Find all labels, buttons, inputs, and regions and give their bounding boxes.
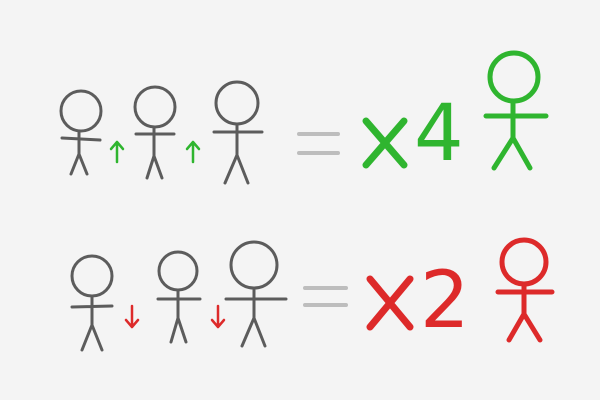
- stick-figure: [70, 254, 114, 352]
- stick-figure: [156, 250, 202, 344]
- figure-head: [229, 240, 279, 290]
- arrow-up-icon: [185, 140, 201, 164]
- multiplier: [366, 275, 414, 331]
- multiplier-value: 2: [420, 256, 470, 346]
- stick-figure: [59, 89, 103, 176]
- arrow-down-icon: [124, 304, 140, 329]
- result-figure: [495, 237, 555, 343]
- figure-head: [214, 80, 260, 126]
- figure-body: [224, 286, 288, 348]
- multiply-sign: [362, 117, 408, 169]
- result-figure: [483, 50, 549, 171]
- multiplier: [362, 117, 408, 169]
- equals-sign: [297, 132, 340, 155]
- figure-body: [156, 288, 202, 344]
- stick-figure: [133, 85, 177, 180]
- figure-head: [133, 85, 177, 129]
- figure-head: [70, 254, 114, 298]
- figure-head: [487, 50, 541, 104]
- arrow-down-icon: [210, 304, 226, 329]
- figure-body: [495, 281, 555, 343]
- multiply-sign: [366, 275, 414, 331]
- increase-row: 4: [59, 50, 549, 185]
- decrease-row: 2: [70, 237, 555, 352]
- stick-figure: [224, 240, 288, 348]
- figure-body: [70, 294, 114, 352]
- figure-body: [212, 122, 264, 185]
- figure-body: [134, 125, 176, 180]
- stick-figure: [212, 80, 264, 185]
- multiplier-value: 4: [414, 89, 464, 179]
- figure-body: [483, 98, 549, 171]
- figure-head: [157, 250, 199, 292]
- figure-head: [59, 89, 103, 133]
- figure-head: [499, 237, 549, 287]
- figure-body: [60, 129, 102, 176]
- arrow-up-icon: [109, 140, 125, 164]
- equals-sign: [303, 286, 348, 307]
